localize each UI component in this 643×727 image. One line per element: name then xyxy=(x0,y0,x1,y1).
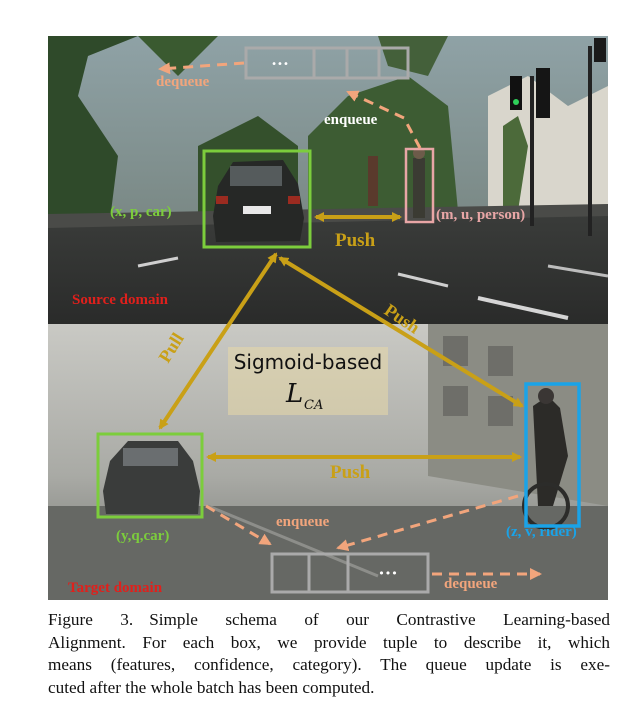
figure-caption: Figure 3. Simple schema of our Contrastiv… xyxy=(48,609,610,699)
schema-diagram: Sigmoid-based L CA ••• ••• Source domain… xyxy=(48,36,608,600)
source-domain-label: Source domain xyxy=(72,292,169,308)
caption-line-3: means (features, confidence, category). … xyxy=(48,655,610,674)
loss-title: Sigmoid-based xyxy=(234,350,383,374)
source-enqueue-arrow xyxy=(346,90,422,149)
target-rider-box xyxy=(524,382,581,528)
target-enqueue-arrow-right xyxy=(336,494,519,551)
caption-text-1: Simple schema of our Contrastive Learnin… xyxy=(149,610,610,629)
caption-line-4: cuted after the whole batch has been com… xyxy=(48,677,375,697)
source-person-box xyxy=(404,147,435,224)
figure: Sigmoid-based L CA ••• ••• Source domain… xyxy=(48,36,608,600)
source-domain-photo xyxy=(48,36,608,324)
source-queue: ••• xyxy=(244,46,410,80)
caption-line-1: Figure 3. Simple schema of our Contrastiv… xyxy=(48,609,610,632)
push-label-bottom: Push xyxy=(330,462,371,483)
source-enqueue-label: enqueue xyxy=(324,112,378,128)
target-car-box xyxy=(96,432,204,519)
source-car-box xyxy=(202,149,312,249)
push-label-top: Push xyxy=(335,230,376,251)
source-person-label: (m, u, person) xyxy=(436,207,525,223)
target-dequeue-label: dequeue xyxy=(444,576,498,592)
target-rider-label: (z, v, rider) xyxy=(506,524,577,540)
source-dequeue-arrow xyxy=(158,61,245,75)
target-queue: ••• xyxy=(270,552,430,594)
source-car-label: (x, p, car) xyxy=(110,204,172,220)
loss-symbol: L xyxy=(285,379,303,409)
pull-arrow xyxy=(158,252,278,430)
figure-number: Figure 3. xyxy=(48,610,134,629)
source-dequeue-label: dequeue xyxy=(156,74,210,90)
target-domain-label: Target domain xyxy=(68,580,163,596)
target-enqueue-arrow-left xyxy=(205,504,272,546)
push-arrow-diagonal xyxy=(278,256,524,408)
target-queue-dots: ••• xyxy=(378,567,397,580)
caption-line-2: Alignment. For each box, we provide tupl… xyxy=(48,632,610,652)
target-enqueue-label: enqueue xyxy=(276,514,330,530)
loss-subscript: CA xyxy=(304,398,323,413)
target-car-label: (y,q,car) xyxy=(116,528,169,544)
source-queue-dots: ••• xyxy=(271,59,289,70)
